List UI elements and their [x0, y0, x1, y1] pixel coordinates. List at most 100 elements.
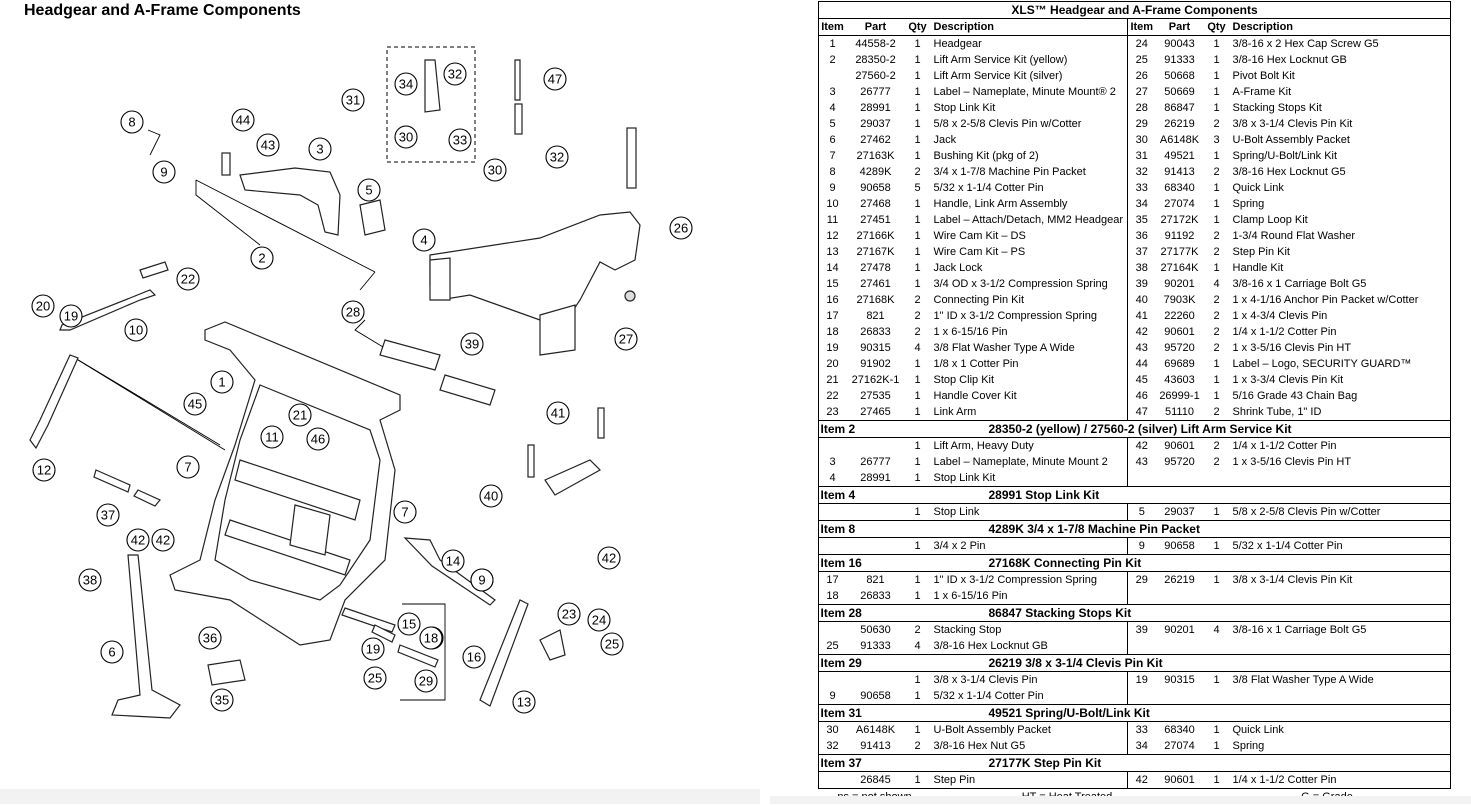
part-cell: 51110 [1156, 404, 1204, 421]
callout-number: 30 [488, 163, 502, 178]
description-cell: 3/8 Flat Washer Type A Wide [931, 340, 1128, 356]
qty-cell: 1 [1204, 722, 1230, 739]
item-cell: 30 [819, 722, 847, 739]
qty-cell: 4 [905, 340, 931, 356]
part-cell: 91333 [847, 638, 905, 655]
callout-number: 9 [160, 165, 167, 180]
header-item: Item [1128, 19, 1156, 36]
description-cell: 3/8-16 Hex Locknut GB [931, 638, 1128, 655]
item-cell: 37 [1128, 244, 1156, 260]
callout-number: 36 [203, 631, 217, 646]
description-cell: 3/8 x 3-1/4 Clevis Pin Kit [1230, 572, 1451, 589]
qty-cell: 1 [905, 672, 931, 689]
part-cell [847, 438, 905, 455]
callout-number: 23 [562, 607, 576, 622]
part-cell [1156, 470, 1204, 487]
part-cell: 90601 [1156, 324, 1204, 340]
callout-item-1: 1 [211, 371, 233, 393]
callout-number: 19 [366, 642, 380, 657]
qty-cell: 1 [905, 244, 931, 260]
callout-number: 16 [467, 650, 481, 665]
item-cell: 46 [1128, 388, 1156, 404]
part-cell: 91413 [1156, 164, 1204, 180]
callout-number: 42 [131, 533, 145, 548]
table-title-row: XLS™ Headgear and A-Frame Components [819, 2, 1451, 19]
jack-drawing [112, 555, 180, 718]
part-cell: 27164K [1156, 260, 1204, 276]
qty-cell: 2 [905, 164, 931, 180]
callout-item-7: 7 [177, 456, 199, 478]
part-cell: 27177K [1156, 244, 1204, 260]
part-cell: 90201 [1156, 276, 1204, 292]
description-cell: Bushing Kit (pkg of 2) [931, 148, 1128, 164]
item-cell: 5 [1128, 504, 1156, 521]
qty-cell: 2 [1204, 292, 1230, 308]
description-cell: 3/8 Flat Washer Type A Wide [1230, 672, 1451, 689]
qty-cell: 2 [905, 622, 931, 639]
callout-number: 27 [619, 332, 633, 347]
callout-number: 37 [101, 508, 115, 523]
description-cell: Handle, Link Arm Assembly [931, 196, 1128, 212]
callout-number: 2 [258, 251, 265, 266]
callout-item-46: 46 [307, 428, 329, 450]
item-cell: 13 [819, 244, 847, 260]
section-item-label: Item 2 [819, 421, 905, 438]
part-cell: 91902 [847, 356, 905, 372]
callout-number: 20 [36, 299, 50, 314]
part-cell: 821 [847, 572, 905, 589]
part-cell: 27478 [847, 260, 905, 276]
section-item-label: Item 29 [819, 655, 905, 672]
description-cell [1230, 470, 1451, 487]
qty-cell: 3 [1204, 132, 1230, 148]
callout-item-31: 31 [342, 89, 364, 111]
qty-cell: 2 [905, 324, 931, 340]
description-cell: Quick Link [1230, 722, 1451, 739]
qty-cell: 4 [1204, 622, 1230, 639]
qty-cell: 1 [905, 132, 931, 148]
item-cell: 25 [819, 638, 847, 655]
part-cell: 28991 [847, 470, 905, 487]
header-description: Description [1230, 19, 1451, 36]
description-cell: 1/4 x 1-1/2 Cotter Pin [1230, 324, 1451, 340]
header-item: Item [819, 19, 847, 36]
description-cell: Quick Link [1230, 180, 1451, 196]
description-cell: 5/8 x 2-5/8 Clevis Pin w/Cotter [1230, 504, 1451, 521]
description-cell: Wire Cam Kit – DS [931, 228, 1128, 244]
item-cell: 43 [1128, 454, 1156, 470]
part-cell: 90658 [1156, 538, 1204, 555]
item-cell [1128, 470, 1156, 487]
callout-item-8: 8 [121, 111, 143, 133]
item-cell: 25 [1128, 52, 1156, 68]
callout-number: 19 [64, 309, 78, 324]
qty-cell: 1 [905, 438, 931, 455]
qty-cell: 1 [905, 36, 931, 53]
qty-cell: 1 [1204, 260, 1230, 276]
callout-number: 22 [181, 272, 195, 287]
callout-item-27: 27 [615, 328, 637, 350]
section-title: 27177K Step Pin Kit [905, 755, 1451, 772]
callout-item-34: 34 [395, 73, 417, 95]
item-cell: 2 [819, 52, 847, 68]
qty-cell: 1 [1204, 388, 1230, 404]
callout-item-33: 33 [449, 129, 471, 151]
callout-number: 33 [453, 133, 467, 148]
part-cell: 90201 [1156, 622, 1204, 639]
section-title: 27168K Connecting Pin Kit [905, 555, 1451, 572]
callout-item-39: 39 [461, 333, 483, 355]
item-cell [819, 438, 847, 455]
item-cell: 38 [1128, 260, 1156, 276]
lift-arm-drawing [222, 153, 340, 235]
section-title: 49521 Spring/U-Bolt/Link Kit [905, 705, 1451, 722]
qty-cell: 4 [1204, 276, 1230, 292]
callout-number: 46 [311, 432, 325, 447]
callout-number: 42 [156, 533, 170, 548]
